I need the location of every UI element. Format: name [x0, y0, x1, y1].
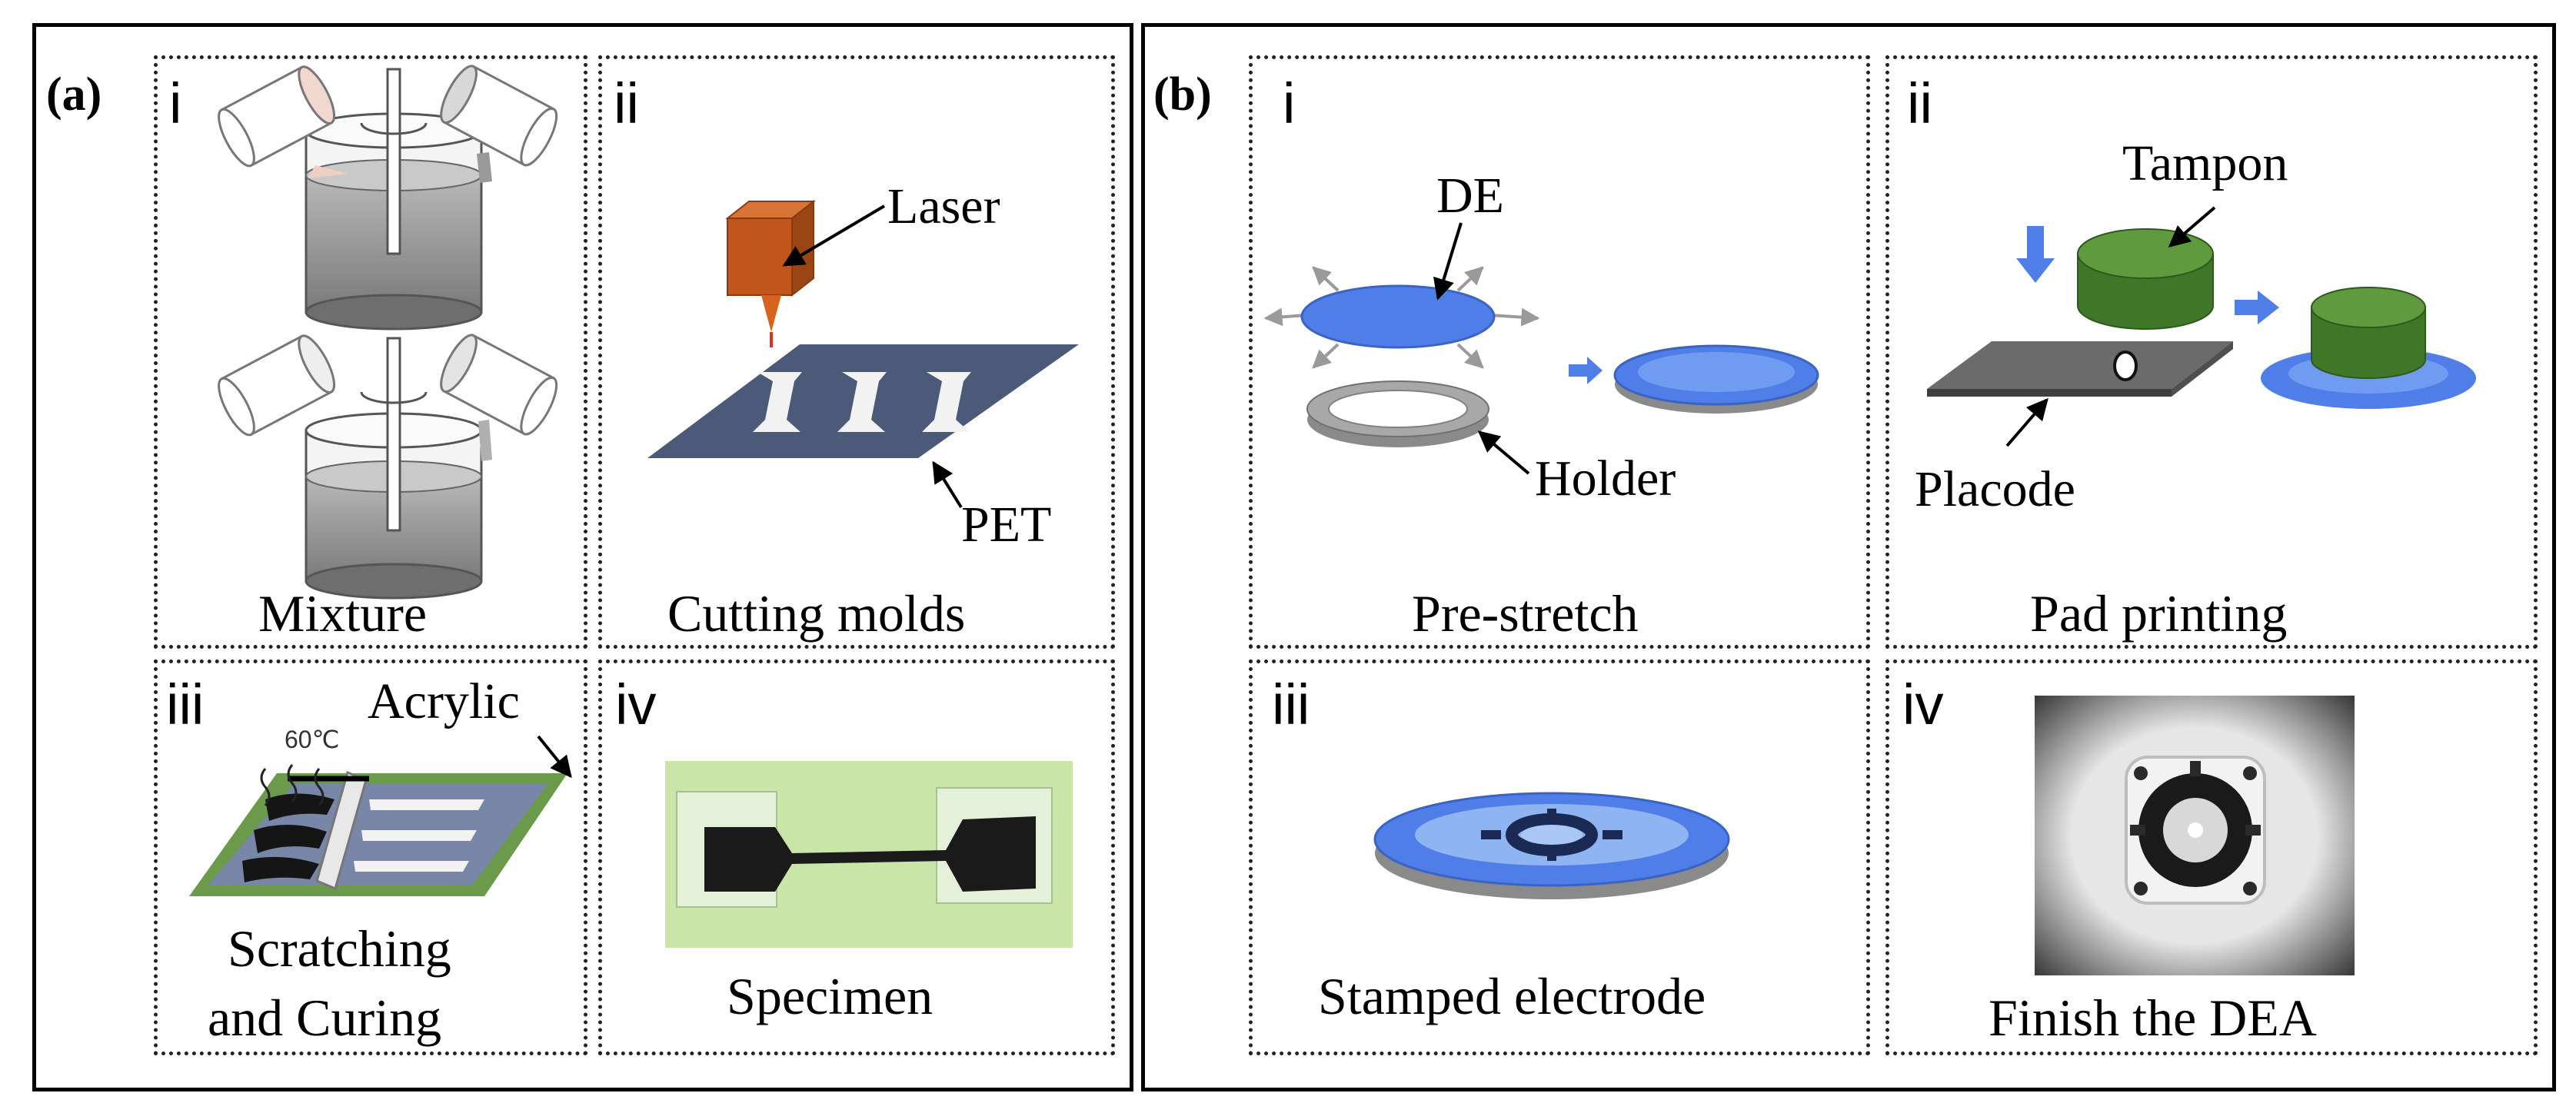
- pet-sheet: [647, 344, 1079, 458]
- finished-dea-photo: [2035, 696, 2355, 975]
- panel-b-i-numeral: i: [1283, 71, 1296, 135]
- panel-a-iii-numeral: iii: [166, 673, 205, 736]
- mixing-beaker-top: [218, 65, 558, 331]
- specimen-photo: [665, 761, 1073, 948]
- placode-label: Placode: [1915, 461, 2075, 517]
- laser-label: Laser: [887, 178, 1000, 234]
- panel-a-frame: [32, 23, 1133, 1091]
- panel-a-cell-iii: [154, 659, 587, 1055]
- panel-a-iii-caption-line2: and Curing: [208, 988, 442, 1047]
- acrylic-pointer-arrow: [537, 735, 572, 779]
- acrylic-label: Acrylic: [368, 673, 520, 729]
- process-arrow-b-ii: [2235, 291, 2279, 324]
- de-label: DE: [1436, 168, 1504, 224]
- tampon-on-de: [2261, 287, 2476, 409]
- panel-a-i-numeral: i: [169, 71, 182, 135]
- panel-a-cell-ii: [598, 55, 1115, 649]
- holder-label: Holder: [1535, 450, 1676, 507]
- tampon-pad: [2077, 228, 2214, 330]
- panel-b-iv-caption: Finish the DEA: [1989, 988, 2317, 1047]
- holder-ring: [1306, 380, 1489, 447]
- panel-a-cell-i: [154, 55, 587, 649]
- panel-a-ii-numeral: ii: [614, 71, 639, 135]
- tampon-label: Tampon: [2122, 135, 2288, 191]
- panel-b-frame: [1141, 23, 2556, 1091]
- down-arrow: [2016, 226, 2055, 283]
- pet-label: PET: [961, 497, 1052, 553]
- de-pointer-arrow: [1433, 222, 1463, 301]
- panel-a-iv-caption: Specimen: [727, 967, 934, 1025]
- panel-b-cell-i: [1249, 55, 1870, 649]
- laser-pointer-arrow: [782, 204, 886, 267]
- panel-a-tag: (a): [46, 68, 102, 121]
- stretched-de-on-holder: [1613, 344, 1819, 414]
- panel-a-ii-caption: Cutting molds: [667, 584, 966, 643]
- panel-a-cell-iv: [598, 659, 1115, 1055]
- panel-b-iii-caption: Stamped electrode: [1318, 967, 1706, 1025]
- stamped-electrode: [1373, 792, 1730, 899]
- panel-a-iii-caption-line1: Scratching: [228, 919, 451, 978]
- panel-b-cell-ii: [1885, 55, 2538, 649]
- panel-b-tag: (b): [1153, 68, 1212, 121]
- panel-b-iii-numeral: iii: [1272, 673, 1310, 736]
- panel-b-cell-iv: [1885, 659, 2538, 1055]
- process-arrow-b-i: [1569, 357, 1603, 384]
- temperature-label: 60℃: [285, 726, 340, 753]
- pre-stretch-membrane: [1263, 266, 1540, 369]
- panel-b-iv-numeral: iv: [1902, 673, 1944, 736]
- panel-b-ii-numeral: ii: [1907, 71, 1932, 135]
- holder-pointer-arrow: [1477, 430, 1530, 475]
- panel-a-i-caption: Mixture: [258, 584, 428, 643]
- panel-b-ii-caption: Pad printing: [2030, 584, 2288, 643]
- panel-a-iv-numeral: iv: [615, 673, 657, 736]
- panel-b-i-caption: Pre-stretch: [1412, 584, 1639, 643]
- tampon-pointer-arrow: [2168, 206, 2216, 248]
- placode-pointer-arrow: [2005, 397, 2048, 447]
- laser-cutter: [725, 199, 816, 347]
- pet-pointer-arrow: [932, 460, 963, 509]
- panel-b-cell-iii: [1249, 659, 1870, 1055]
- scratching-plate: [189, 764, 567, 896]
- placode-plate: [1927, 341, 2233, 397]
- mixing-beaker-bottom: [218, 334, 558, 600]
